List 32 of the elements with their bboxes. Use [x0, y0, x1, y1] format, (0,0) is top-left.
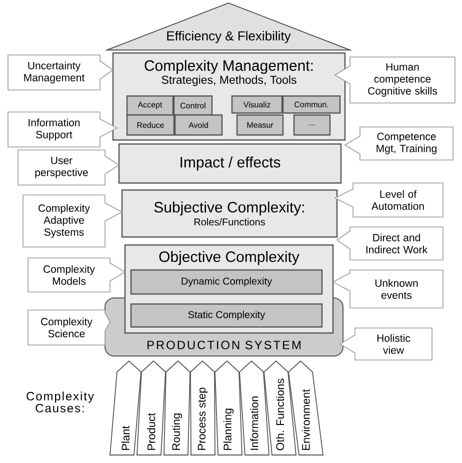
callout: Holistic view [339, 328, 432, 360]
sub-box: Visualiz [231, 95, 283, 114]
cause-pillar: Information [239, 360, 270, 456]
callout: Complexity Adaptive Systems [22, 194, 123, 248]
sub-box: ... [293, 114, 331, 136]
callout: Direct and Indirect Work [336, 226, 444, 260]
cause-pillar: Environment [288, 360, 324, 456]
side-heading: Complexity Causes: [26, 392, 94, 412]
callout: Information Support [8, 112, 118, 148]
sub-box: Static Complexity [130, 303, 323, 328]
sub-box: Accept [126, 95, 174, 116]
sub-box: Avoid [174, 114, 223, 136]
sub-box: Control [173, 95, 213, 116]
callout: Competence Mgt, Training [344, 126, 454, 160]
sub-box: Dynamic Complexity [130, 269, 323, 295]
cause-pillar: Routing [164, 360, 190, 456]
callout: User perspective [18, 150, 120, 186]
cause-pillar: Plant [110, 360, 142, 456]
level-box: Subjective Complexity: Roles/Functions [121, 189, 338, 238]
sub-box: Reduce [126, 114, 175, 136]
sub-box: Measur [236, 114, 284, 136]
callout: Level of Automation [334, 182, 444, 218]
callout: Complexity Models [28, 258, 126, 292]
level-box: Impact / effects [118, 143, 342, 184]
sub-box: Commun. [282, 95, 341, 114]
callout: Uncertainty Management [8, 54, 114, 90]
callout: Human competence Cognitive skills [334, 56, 456, 104]
callout: Complexity Science [28, 310, 110, 346]
cause-pillar: Process step [190, 360, 216, 456]
callout: Unknown events [332, 270, 444, 308]
cause-pillar: Planning [214, 360, 242, 456]
cause-pillar: Product [136, 360, 166, 456]
